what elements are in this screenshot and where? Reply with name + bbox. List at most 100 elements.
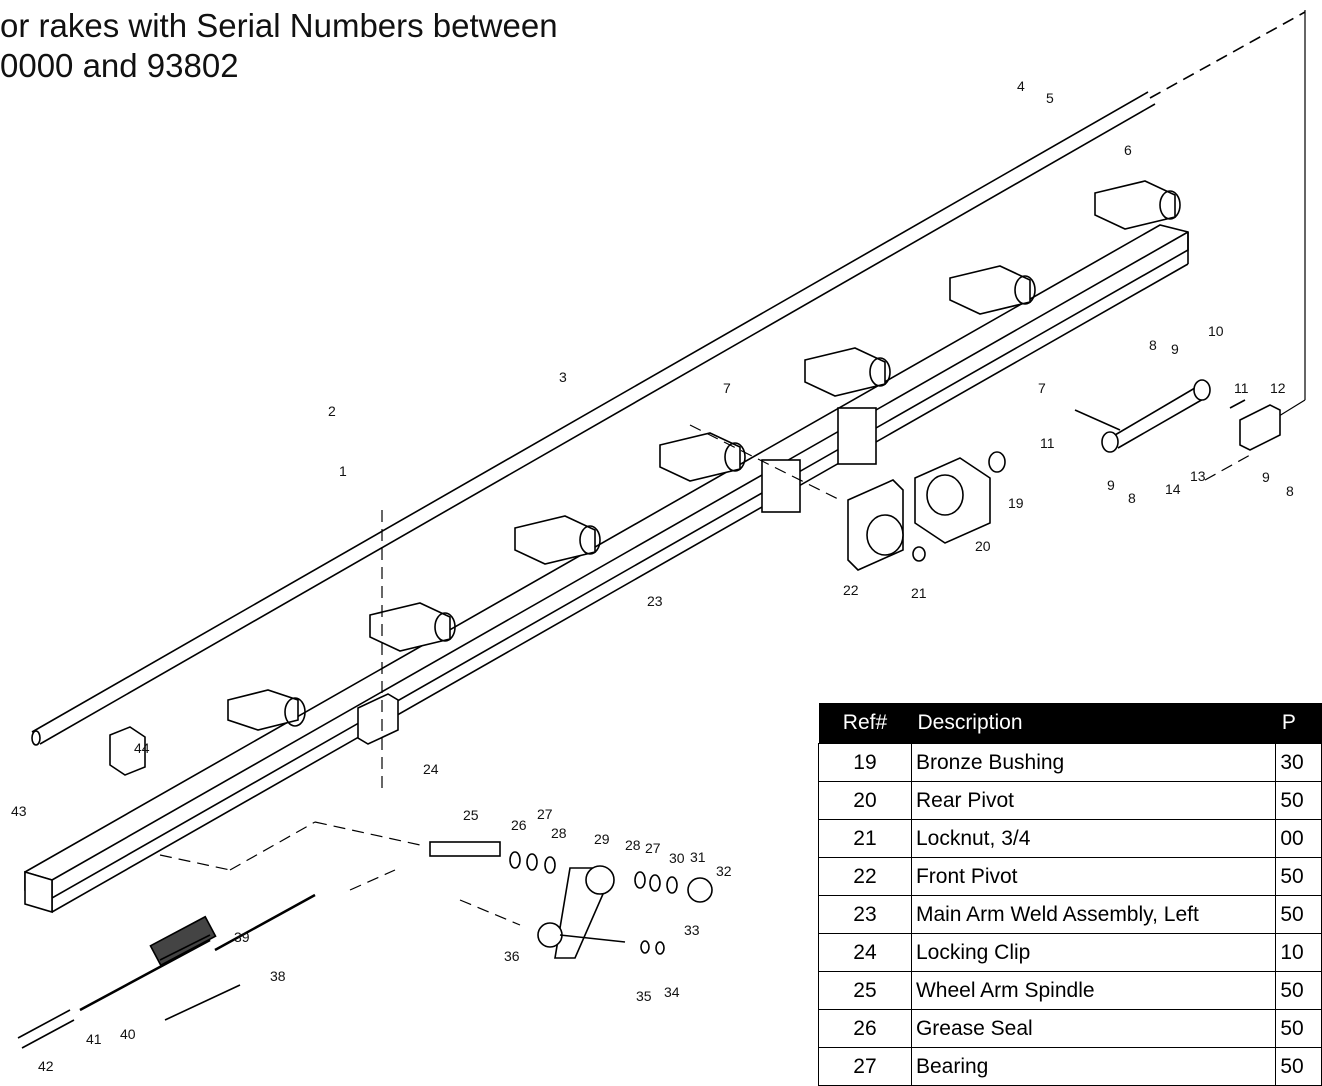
table-header-row: Ref# Description P <box>818 703 1322 744</box>
callout-31: 31 <box>690 849 706 865</box>
callout-14: 14 <box>1165 481 1181 497</box>
callout-11: 11 <box>1234 380 1249 396</box>
table-row: 23 Main Arm Weld Assembly, Left 50 <box>818 895 1322 934</box>
part-cell: 50 <box>1275 971 1322 1010</box>
callout-33: 33 <box>684 922 700 938</box>
callout-5: 5 <box>1046 90 1054 106</box>
callout-9b: 9 <box>1107 477 1115 493</box>
callout-8c: 8 <box>1286 483 1294 499</box>
dashed-leaders <box>159 424 1251 926</box>
description-cell: Wheel Arm Spindle <box>910 971 1277 1010</box>
callout-12: 12 <box>1270 380 1286 396</box>
callout-39: 39 <box>234 929 250 945</box>
table-row: 22 Front Pivot 50 <box>818 857 1322 896</box>
callout-23: 23 <box>647 593 663 609</box>
pivot-assemblies <box>847 451 1006 571</box>
callout-44: 44 <box>134 740 150 756</box>
description-cell: Locknut, 3/4 <box>910 819 1277 858</box>
tine-brackets <box>227 180 1181 731</box>
callout-3: 3 <box>559 369 567 385</box>
table-row: 24 Locking Clip 10 <box>818 933 1322 972</box>
part-cell: 50 <box>1275 781 1322 820</box>
callout-24: 24 <box>423 761 439 777</box>
ref-cell: 22 <box>818 857 912 896</box>
parts-table: Ref# Description P 19 Bronze Bushing 30 … <box>818 703 1322 1086</box>
callout-38: 38 <box>270 968 286 984</box>
description-cell: Main Arm Weld Assembly, Left <box>910 895 1277 934</box>
table-row: 21 Locknut, 3/4 00 <box>818 819 1322 858</box>
callout-32: 32 <box>716 863 732 879</box>
callout-36: 36 <box>504 948 520 964</box>
callout-20: 20 <box>975 538 991 554</box>
ref-cell: 27 <box>818 1047 912 1086</box>
callout-9c: 9 <box>1262 469 1270 485</box>
spring-assembly <box>17 893 316 1049</box>
part-cell: 30 <box>1275 743 1322 782</box>
callout-2: 2 <box>328 403 336 419</box>
callout-21: 21 <box>911 585 927 601</box>
description-cell: Bearing <box>910 1047 1277 1086</box>
callout-10: 10 <box>1208 323 1224 339</box>
column-header-description: Description <box>911 703 1276 744</box>
callout-41: 41 <box>86 1031 102 1047</box>
callout-7: 7 <box>723 380 731 396</box>
column-header-part: P <box>1275 703 1322 744</box>
callout-9: 9 <box>1171 341 1179 357</box>
part-cell: 10 <box>1275 933 1322 972</box>
column-header-ref: Ref# <box>818 703 912 744</box>
callout-11b: 11 <box>1040 435 1055 451</box>
callout-30: 30 <box>669 850 685 866</box>
plate-brackets <box>109 407 877 776</box>
main-arm-weld <box>24 224 1189 914</box>
callout-8: 8 <box>1149 337 1157 353</box>
callout-22: 22 <box>843 582 859 598</box>
ref-cell: 20 <box>818 781 912 820</box>
callout-7b: 7 <box>1038 380 1046 396</box>
heading-line-2: 0000 and 93802 <box>0 47 239 84</box>
linkage-assembly <box>1074 379 1281 453</box>
callout-43: 43 <box>11 803 27 819</box>
callout-13: 13 <box>1190 468 1206 484</box>
heading-line-1: or rakes with Serial Numbers between <box>0 7 558 44</box>
callout-27: 27 <box>537 806 553 822</box>
part-cell: 50 <box>1275 1047 1322 1086</box>
ref-cell: 26 <box>818 1009 912 1048</box>
table-row: 25 Wheel Arm Spindle 50 <box>818 971 1322 1010</box>
callout-8b: 8 <box>1128 490 1136 506</box>
callout-40: 40 <box>120 1026 136 1042</box>
part-cell: 50 <box>1275 1009 1322 1048</box>
ref-cell: 19 <box>818 743 912 782</box>
part-cell: 50 <box>1275 895 1322 934</box>
description-cell: Rear Pivot <box>910 781 1277 820</box>
callout-25: 25 <box>463 807 479 823</box>
description-cell: Bronze Bushing <box>910 743 1277 782</box>
ref-cell: 21 <box>818 819 912 858</box>
callout-4: 4 <box>1017 78 1025 94</box>
callout-35: 35 <box>636 988 652 1004</box>
callout-labels: 1 2 3 4 5 6 7 7 8 8 8 9 9 9 10 11 11 12 … <box>11 78 1294 1074</box>
wheel-arm-assembly <box>429 841 713 959</box>
callout-27b: 27 <box>645 840 661 856</box>
callout-34: 34 <box>664 984 680 1000</box>
callout-19: 19 <box>1008 495 1024 511</box>
callout-6: 6 <box>1124 142 1132 158</box>
table-row: 20 Rear Pivot 50 <box>818 781 1322 820</box>
callout-28b: 28 <box>625 837 641 853</box>
description-cell: Grease Seal <box>910 1009 1277 1048</box>
description-cell: Locking Clip <box>910 933 1277 972</box>
table-row: 19 Bronze Bushing 30 <box>818 743 1322 782</box>
callout-26: 26 <box>511 817 527 833</box>
callout-29: 29 <box>594 831 610 847</box>
rake-shaft <box>31 11 1306 746</box>
part-cell: 00 <box>1275 819 1322 858</box>
ref-cell: 25 <box>818 971 912 1010</box>
callout-1: 1 <box>339 463 347 479</box>
ref-cell: 24 <box>818 933 912 972</box>
ref-cell: 23 <box>818 895 912 934</box>
callout-28: 28 <box>551 825 567 841</box>
table-row: 26 Grease Seal 50 <box>818 1009 1322 1048</box>
part-cell: 50 <box>1275 857 1322 896</box>
table-row: 27 Bearing 50 <box>818 1047 1322 1086</box>
callout-42: 42 <box>38 1058 54 1074</box>
